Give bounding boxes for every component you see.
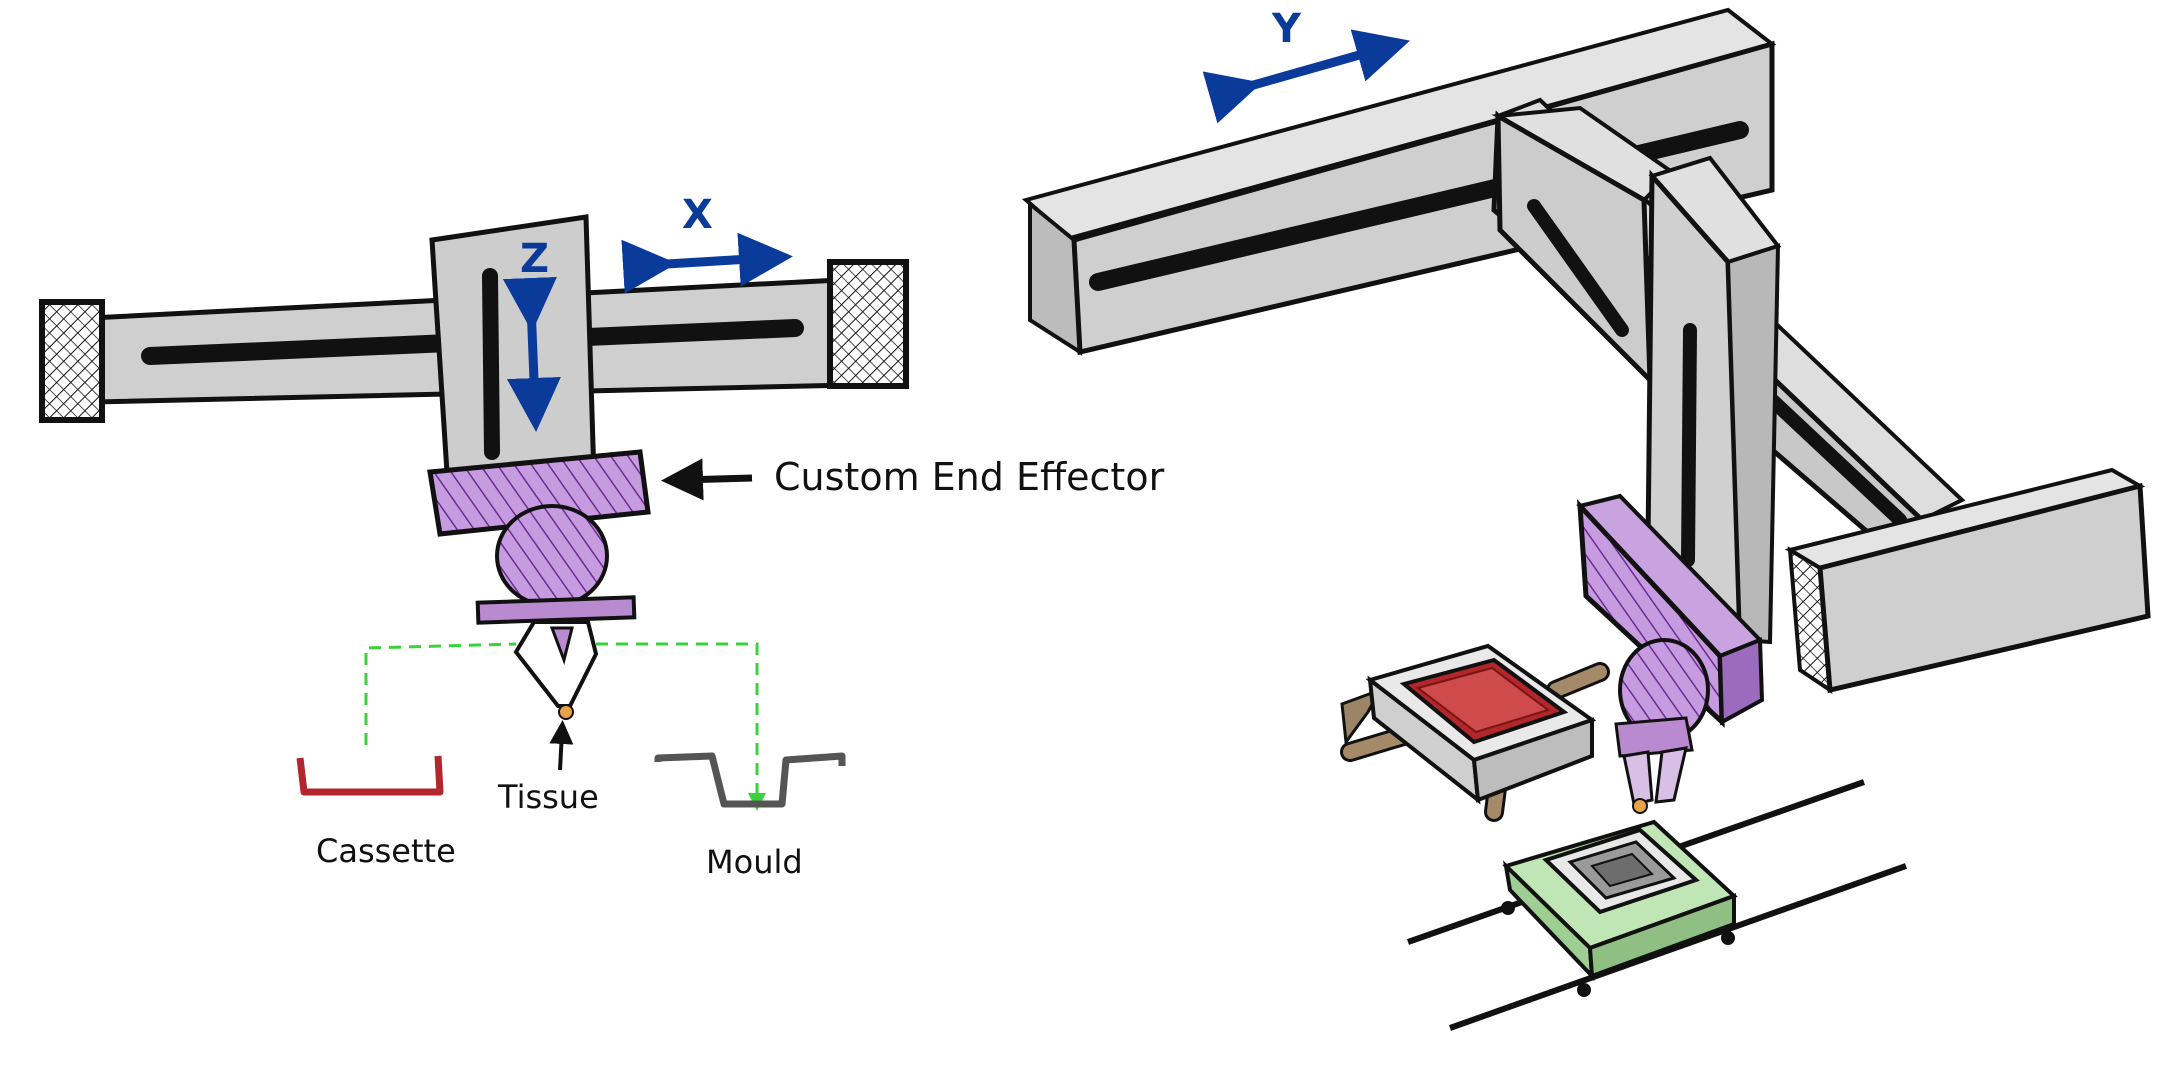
cassette-label: Cassette bbox=[316, 832, 456, 870]
gripper bbox=[513, 620, 599, 720]
tissue: Tissue bbox=[497, 720, 599, 816]
front-view: Z X Cassette Ti bbox=[39, 192, 1165, 881]
end-effector bbox=[427, 449, 651, 625]
y-axis-label: Y bbox=[1271, 6, 1302, 52]
z-axis-label: Z bbox=[520, 236, 549, 282]
tissue-label: Tissue bbox=[497, 778, 599, 816]
z-column bbox=[1645, 155, 1782, 647]
x-rail-end-cap-left bbox=[39, 299, 105, 423]
x-axis-label: X bbox=[682, 192, 713, 238]
y-carriage bbox=[1491, 105, 1676, 387]
iso-cassette-holder bbox=[1340, 643, 1610, 822]
mould: Mould bbox=[654, 752, 846, 881]
end-effector-label: Custom End Effector bbox=[774, 455, 1165, 499]
x-beam-end-block bbox=[1784, 467, 2151, 694]
z-carriage bbox=[429, 214, 597, 491]
transfer-path bbox=[364, 642, 766, 811]
mould-label: Mould bbox=[706, 843, 803, 881]
end-effector-callout: Custom End Effector bbox=[661, 455, 1165, 501]
isometric-view: Y bbox=[1021, 6, 2151, 1031]
x-axis-arrow: X bbox=[621, 192, 793, 294]
y-axis-arrow: Y bbox=[1202, 6, 1410, 124]
iso-gripper bbox=[1614, 716, 1694, 814]
iso-end-effector bbox=[1576, 493, 1765, 742]
z-axis-arrow: Z bbox=[502, 236, 561, 432]
cassette: Cassette bbox=[296, 755, 456, 870]
iso-mould bbox=[1542, 827, 1700, 915]
x-rail-end-cap-right bbox=[827, 259, 909, 389]
